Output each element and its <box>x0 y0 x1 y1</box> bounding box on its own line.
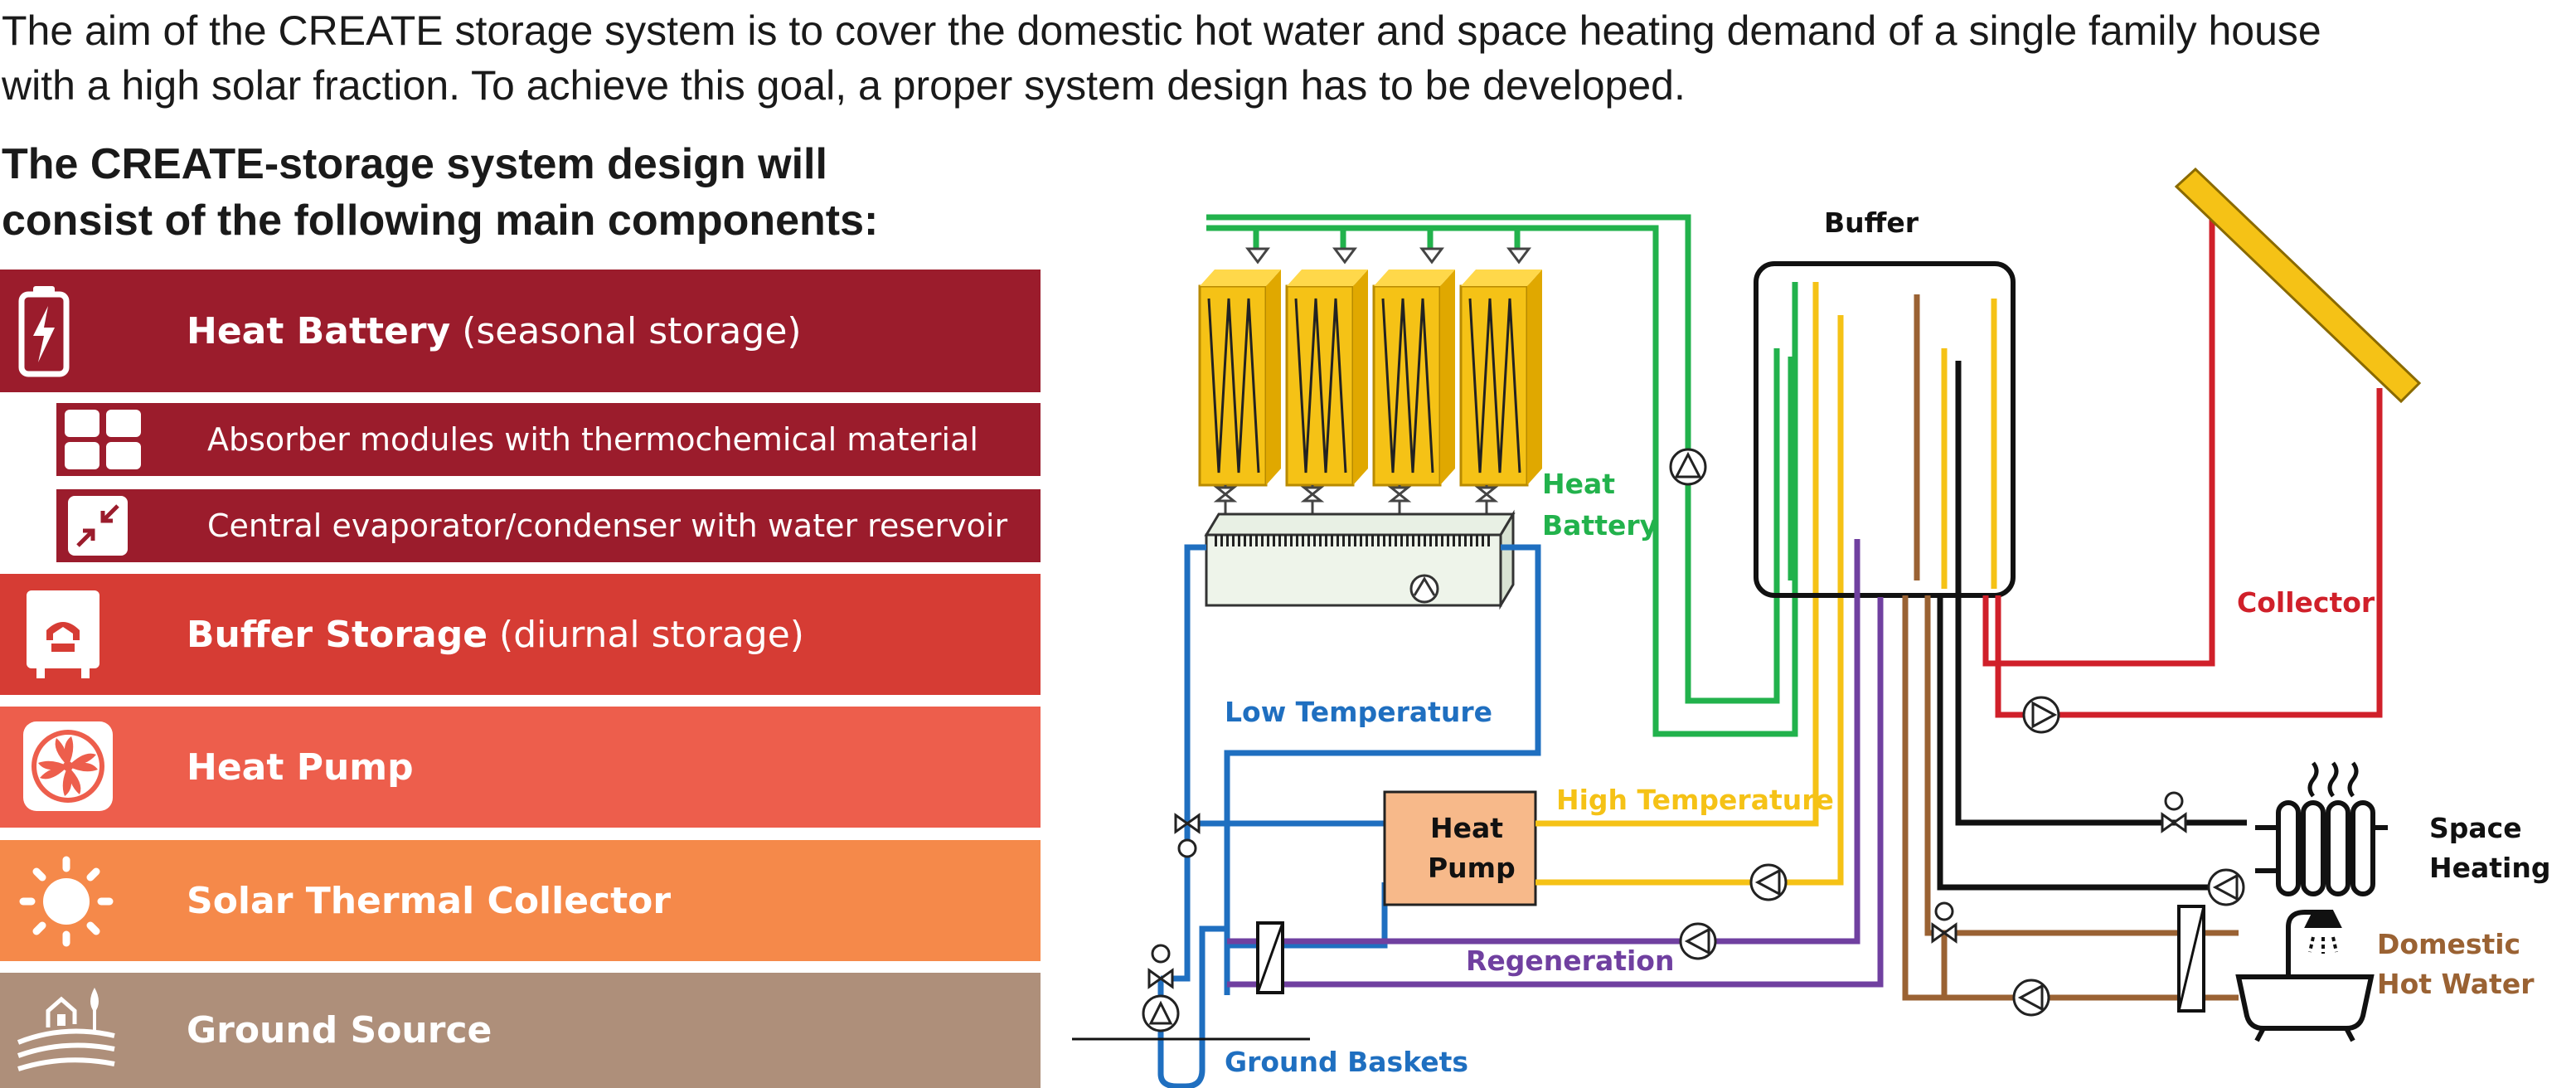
pumps <box>1142 448 2245 1032</box>
battery-charge-icon <box>18 286 70 377</box>
label-space-heating-1: Space <box>2429 812 2522 844</box>
absorber-module-1 <box>1198 270 1281 487</box>
tank-icon <box>27 590 99 678</box>
pump-high-temperature <box>1749 863 1788 901</box>
grid-modules-icon <box>65 410 141 469</box>
label-ground-baskets: Ground Baskets <box>1225 1046 1468 1078</box>
buffer-storage-row: Buffer Storage (diurnal storage) <box>0 574 1041 695</box>
pump-regeneration <box>1679 922 1717 960</box>
compress-arrows-icon <box>68 496 128 556</box>
valves <box>1147 791 2187 989</box>
intro-text: The aim of the CREATE storage system is … <box>2 3 2572 113</box>
valve-ground <box>1147 944 1174 989</box>
fan-icon <box>23 721 113 811</box>
label-space-heating-2: Heating <box>2429 852 2550 884</box>
evaporator-condenser <box>1204 509 1516 610</box>
black-pipe-space-heating <box>1937 580 2247 891</box>
house-landscape-icon <box>17 988 115 1071</box>
ground-source-label: Ground Source <box>187 1009 492 1052</box>
label-heat-pump-1: Heat <box>1430 812 1503 844</box>
yellow-pipe-high-temperature <box>1535 282 1997 886</box>
heat-battery-row: Heat Battery (seasonal storage) <box>0 270 1041 392</box>
ground-source-name: Ground Source <box>187 1009 492 1052</box>
absorber-label: Absorber modules with thermochemical mat… <box>207 421 978 458</box>
absorber-modules <box>1198 247 1542 531</box>
heat-battery-detail: (seasonal storage) <box>450 309 802 352</box>
heat-battery-label: Heat Battery (seasonal storage) <box>187 310 802 352</box>
solar-collector-label: Solar Thermal Collector <box>187 880 671 922</box>
bathtub-icon <box>2235 910 2375 1042</box>
heat-battery-name: Heat Battery <box>187 309 451 352</box>
pump-ground <box>1142 994 1180 1032</box>
absorber-module-3 <box>1372 270 1455 487</box>
valve-low-temperature <box>1174 813 1201 858</box>
pump-heat-battery <box>1669 448 1707 486</box>
heat-pump-row: Heat Pump <box>0 707 1041 828</box>
heading-line-2: consist of the following main components… <box>2 197 879 245</box>
absorber-module-4 <box>1459 270 1542 487</box>
red-pipe-collector <box>1982 217 2383 718</box>
buffer-storage-detail: (diurnal storage) <box>488 613 804 656</box>
solar-collector-panel <box>2174 167 2422 404</box>
green-pipe-heat-battery <box>1206 214 1798 737</box>
ground-heat-exchanger <box>1256 921 1284 994</box>
brown-pipe-dhw <box>1902 595 2239 1001</box>
solar-collector-name: Solar Thermal Collector <box>187 879 672 922</box>
buffer-tank <box>1754 261 2016 598</box>
buffer-storage-name: Buffer Storage <box>187 613 488 656</box>
label-low-temperature: Low Temperature <box>1225 696 1492 728</box>
pump-space-heating <box>2207 868 2245 906</box>
label-high-temperature: High Temperature <box>1556 784 1834 816</box>
label-dhw-1: Domestic <box>2377 928 2520 960</box>
label-buffer: Buffer <box>1824 206 1919 239</box>
heat-pump-unit <box>1383 790 1537 906</box>
intro-line-1: The aim of the CREATE storage system is … <box>2 7 2321 54</box>
valve-dhw <box>1931 901 1957 944</box>
heading-line-1: The CREATE-storage system design will <box>2 140 827 188</box>
evaporator-row: Central evaporator/condenser with water … <box>56 489 1041 562</box>
solar-collector-row: Solar Thermal Collector <box>0 840 1041 961</box>
ground-source-row: Ground Source <box>0 973 1041 1088</box>
pump-collector <box>2022 696 2060 734</box>
components-heading: The CREATE-storage system design will co… <box>2 136 1038 249</box>
purple-pipe-regeneration <box>1227 539 1884 988</box>
label-collector: Collector <box>2237 586 2375 619</box>
label-regeneration: Regeneration <box>1466 945 1674 977</box>
evaporator-label: Central evaporator/condenser with water … <box>207 508 1008 544</box>
dhw-heat-exchanger <box>2177 905 2205 1013</box>
absorber-row: Absorber modules with thermochemical mat… <box>56 403 1041 476</box>
pump-dhw <box>2012 979 2050 1017</box>
label-heat-battery-2: Battery <box>1542 509 1657 542</box>
radiator-icon <box>2255 761 2388 896</box>
blue-pipe-low-temperature <box>1157 544 1541 1088</box>
buffer-storage-label: Buffer Storage (diurnal storage) <box>187 614 804 656</box>
valve-space-heating <box>2161 791 2187 833</box>
intro-line-2: with a high solar fraction. To achieve t… <box>2 62 1686 109</box>
heat-pump-label: Heat Pump <box>187 746 414 789</box>
sun-icon <box>19 856 114 947</box>
label-heat-pump-2: Pump <box>1428 852 1516 884</box>
label-dhw-2: Hot Water <box>2377 968 2535 1000</box>
absorber-module-2 <box>1285 270 1368 487</box>
label-heat-battery-1: Heat <box>1542 468 1615 500</box>
heat-pump-name: Heat Pump <box>187 746 414 789</box>
